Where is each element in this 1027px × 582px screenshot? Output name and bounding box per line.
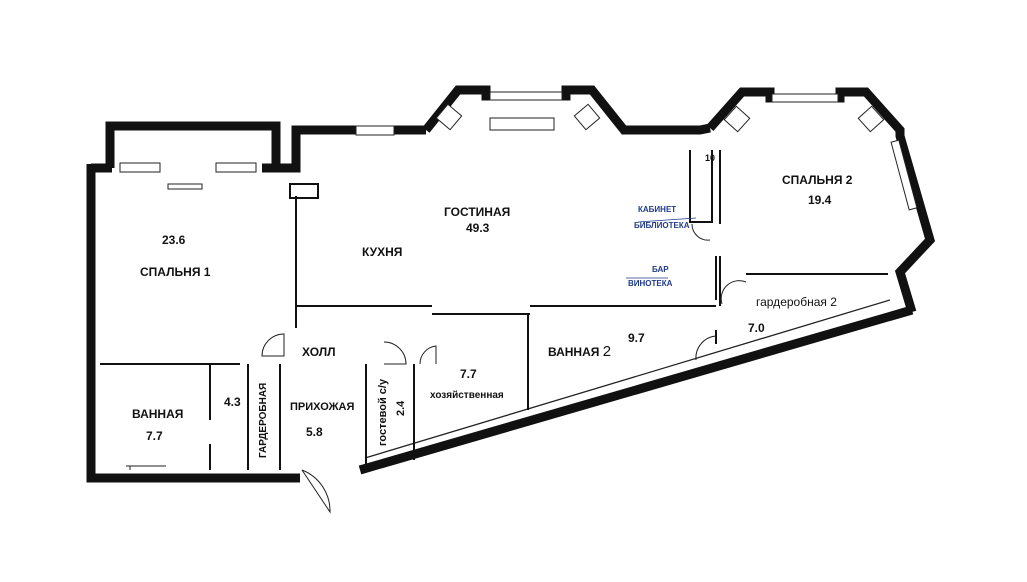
window-living-bay-left [435,103,463,131]
door-bath1 [126,465,166,470]
window-bedroom2-side [890,139,918,211]
bath1-area: 7.7 [146,429,163,443]
window-living-center [489,91,563,101]
radiator-bedroom1 [167,183,203,190]
wall-hall-top [295,305,432,328]
living-name: ГОСТИНАЯ [444,205,510,219]
wall-kitchen-top-box [289,183,319,199]
bath2-name: ВАННАЯ 2 [548,343,611,360]
door-wardrobe2 [720,280,747,305]
bedroom1-name: СПАЛЬНЯ 1 [140,265,211,279]
entry-area: 5.8 [306,425,323,439]
small-mark: 10 [705,153,715,163]
bath2-name-text: ВАННАЯ [548,345,599,359]
wardrobe1-area: 4.3 [224,395,241,409]
outer-wall-diagonal-inner [364,299,891,459]
bath2-area: 9.7 [628,331,645,345]
living-bay-outline [422,85,711,135]
balcony [105,121,281,168]
door-cabinet [691,223,711,241]
bedroom2-area: 19.4 [808,193,832,207]
cabinet-line1: КАБИНЕТ [638,205,676,214]
outer-wall-diagonal [358,305,914,475]
utility-name: хозяйственная [430,390,504,401]
door-hall-left [261,333,285,357]
living-area: 49.3 [466,221,490,235]
window-living-left [355,125,395,136]
bedroom1-area: 23.6 [162,233,186,247]
bath2-name-suffix: 2 [603,343,611,360]
door-utility [419,345,437,365]
window-bedroom2-bay-right [857,105,885,133]
door-bath2 [695,335,717,361]
bedroom2-name: СПАЛЬНЯ 2 [782,173,853,187]
bedroom2-bay-outline [706,87,936,314]
outer-wall-left [86,164,300,483]
window-bedroom2-top [771,93,839,103]
bath1-name: ВАННАЯ [132,407,183,421]
entry-name: ПРИХОЖАЯ [290,401,354,413]
window-living-bay-right [573,103,601,131]
guestwc-area: 2.4 [395,400,407,416]
cabinet-pointer [637,217,697,223]
wardrobe2-area: 7.0 [748,321,765,335]
window-bedroom1-a [119,162,161,173]
fireplace [489,117,555,131]
guestwc-name: гостевой с/у [377,378,389,446]
wall-cabinet [689,150,713,223]
outer-wall-top-mid [262,125,426,173]
wardrobe1-name: ГАРДЕРОБНАЯ [258,383,269,458]
hall-name: ХОЛЛ [302,345,336,359]
door-guestwc [383,341,407,365]
bar-line2: ВИНОТЕКА [628,279,673,288]
door-entry [301,469,331,514]
kitchen-name: КУХНЯ [362,245,402,259]
window-bedroom1-b [215,162,257,173]
window-bedroom2-bay-left [723,105,751,133]
utility-area: 7.7 [460,367,477,381]
cabinet-line2: БИБЛИОТЕКА [634,221,690,230]
wardrobe2-name: гардеробная 2 [756,295,837,309]
bar-line1: БАР [652,265,669,274]
